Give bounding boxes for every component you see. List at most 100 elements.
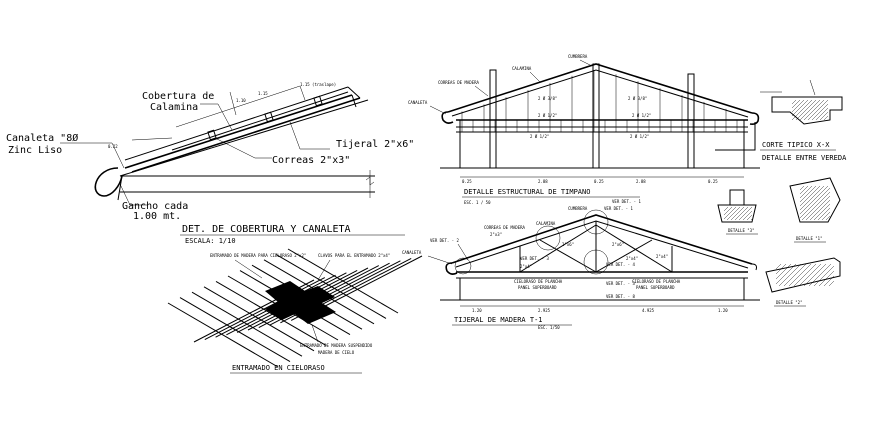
hatch-line [815, 107, 829, 121]
roof-cover-detail: Cobertura de Calamina Canaleta "8Ø Zinc … [6, 82, 414, 245]
hatch-line [775, 263, 797, 285]
truss-diag-1 [519, 224, 597, 273]
detail-circle-center [583, 249, 609, 275]
truss-dim-1: 1.20 [472, 308, 482, 313]
truss-diag-4 [595, 239, 653, 273]
label-cobertura-1: Cobertura de [142, 91, 214, 102]
truss-diag-3 [539, 239, 597, 273]
label-canaleta-2: Zinc Liso [8, 145, 62, 156]
calamina-overlap [171, 91, 349, 151]
gable-roof-inner [451, 69, 749, 118]
calamina-sheet [124, 86, 349, 161]
hatch-line [807, 99, 829, 121]
gable-dim-4: 2.88 [636, 179, 646, 184]
hatch-line [813, 203, 831, 221]
hatch-line [805, 195, 831, 221]
hatch-line [778, 263, 802, 287]
hatch-line [726, 206, 741, 221]
entramado-note-3: ENTRAMADO DE MADERA SUSPENDIDO [300, 343, 373, 348]
hatch-line [750, 218, 753, 221]
truss-dim-2: 2.925 [538, 308, 551, 313]
hatch-line [791, 99, 813, 121]
hatch-line [795, 99, 817, 121]
det1-outline [789, 177, 841, 223]
gable-leader-canaleta [429, 105, 447, 115]
hatch-line [742, 210, 753, 221]
rafter-bottom-line [119, 99, 369, 177]
corte-subtitle: DETALLE ENTRE VEREDA [762, 154, 847, 162]
ridge-end [347, 86, 361, 99]
wood-truss-detail: CUMBRERA CALAMINA CORREAS DE MADERA 2"x3… [402, 199, 760, 330]
gancho-hook [117, 175, 123, 201]
hatch-line [734, 206, 749, 221]
gable-label-correas: CORREAS DE MADERA [438, 80, 480, 85]
hatch-line [730, 206, 745, 221]
truss-label-correas: CORREAS DE MADERA [484, 225, 526, 230]
gable-dim-5: 0.25 [708, 179, 718, 184]
hatch-line [788, 263, 812, 287]
truss-member-2: 2"x6" [612, 242, 624, 247]
ridge-end-2 [351, 94, 357, 108]
entramado-title: ENTRAMADO EN CIELORASO [232, 364, 325, 372]
det3-hatch [723, 206, 753, 221]
corte-title: CORTE TIPICO X-X [762, 141, 830, 149]
hatch-line [799, 187, 831, 219]
truss-gutter-right [751, 263, 757, 271]
hatch-line [799, 185, 829, 215]
hatch-line [803, 263, 827, 287]
truss-label-canaleta: CANALETA [402, 250, 422, 255]
dim-label-2: 1.15 [258, 91, 268, 96]
leader-cobertura [200, 103, 233, 131]
label-cobertura-2: Calamina [150, 102, 198, 113]
det3-outline [717, 204, 757, 223]
truss-label-ver-det-1-top: VER DET. - 1 [604, 206, 633, 211]
correa-block-2 [264, 111, 274, 123]
entramado-note-2: CLAVOS PARA EL ENTRAMADO 2"x4" [318, 253, 390, 258]
gable-leader-cumbrera [579, 59, 593, 67]
truss-label-cumbrera: CUMBRERA [568, 206, 588, 211]
grid-line-a [275, 253, 387, 319]
hatch-line [791, 99, 797, 105]
hatch-line [801, 191, 831, 221]
hatch-line [819, 111, 829, 121]
hatch-line [811, 103, 829, 121]
dim-tick-2 [299, 85, 306, 101]
hatch-line [775, 263, 792, 280]
grid-line-a [215, 280, 327, 346]
truss-label-correas-size: 2"x3" [490, 232, 502, 237]
truss-dim-4: 1.20 [718, 308, 728, 313]
gable-column-1 [489, 69, 497, 169]
hatch-line [791, 99, 801, 109]
hatch-line [799, 185, 813, 199]
rafter-top-line [124, 94, 353, 169]
hatch-line [723, 206, 737, 220]
hatch-line [775, 263, 782, 270]
grid-line-a [287, 248, 399, 314]
gutter-shape [94, 167, 123, 197]
hatch-line [808, 263, 832, 287]
hatch-line [799, 99, 821, 121]
det3-label: DETALLE "3" [728, 228, 755, 233]
grid-line-a [179, 297, 291, 363]
truss-label-ver-det-8: VER DET. - 8 [606, 294, 635, 299]
correa-block-1 [207, 129, 217, 141]
detail-circle-eave [454, 257, 472, 275]
hatch-line [813, 265, 835, 287]
break-symbol [365, 176, 375, 186]
gable-gutter-left [441, 111, 454, 124]
hatch-line [798, 263, 822, 287]
grid-line-b [204, 277, 326, 341]
truss-member-1: 2"x6" [562, 242, 574, 247]
gable-member-3: 2 Ø 1/2" [538, 113, 557, 118]
det1-label: DETALLE "1" [796, 236, 823, 241]
truss-panel-3: CIELORASO DE PLANCHA [632, 279, 681, 284]
truss-scale: ESC. 1/50 [538, 325, 560, 330]
dim-label-3: 0.22 [108, 144, 118, 149]
hatch-line [791, 99, 805, 113]
hatch-line [799, 185, 817, 203]
hatch-line [799, 185, 805, 191]
truss-diag-2 [595, 224, 673, 273]
truss-leader-canaleta [427, 255, 453, 265]
det2-label: DETALLE "2" [776, 300, 803, 305]
corte-section-outline [771, 96, 843, 125]
